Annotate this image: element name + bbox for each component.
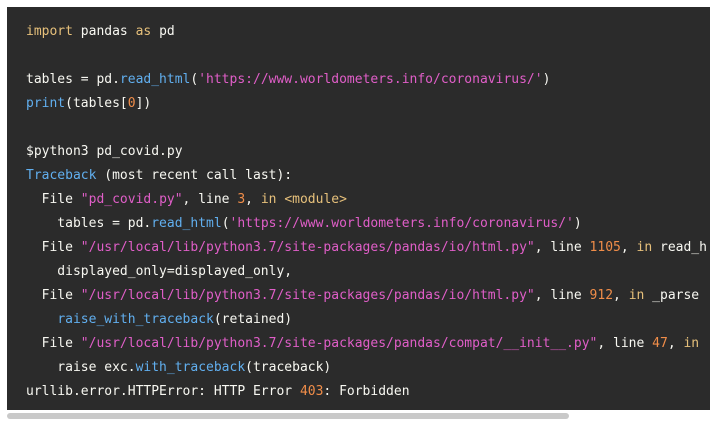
code-line: raise_with_traceback(retained) — [26, 308, 707, 332]
code-line: Traceback (most recent call last): — [26, 164, 707, 188]
keyword: as — [135, 24, 152, 39]
code-line-empty — [26, 116, 707, 140]
code-text: ]) — [135, 96, 152, 111]
code-text: File — [26, 336, 81, 351]
keyword: in — [683, 336, 700, 351]
function-name: print — [26, 96, 66, 111]
code-text: pandas — [72, 24, 136, 39]
code-text: , — [620, 240, 637, 255]
function-name: raise_with_traceback — [57, 312, 214, 327]
function-name: read_html — [119, 72, 191, 87]
code-text: , line — [534, 288, 590, 303]
string-literal: "/usr/local/lib/python3.7/site-packages/… — [80, 288, 535, 303]
code-text: displayed_only=displayed_only, — [26, 264, 293, 279]
function-name: with_traceback — [135, 360, 246, 375]
code-text: tables = pd. — [26, 72, 120, 87]
code-text: ( — [221, 216, 230, 231]
number-literal: 1105 — [589, 240, 621, 255]
keyword: in — [260, 192, 277, 207]
code-line: $python3 pd_covid.py — [26, 140, 707, 164]
code-line: print(tables[0]) — [26, 92, 707, 116]
code-text: raise exc. — [26, 360, 136, 375]
code-text: , — [667, 336, 684, 351]
code-text: read_h — [652, 240, 707, 255]
code-line: urllib.error.HTTPError: HTTP Error 403: … — [26, 380, 707, 404]
string-literal: "pd_covid.py" — [80, 192, 183, 207]
code-line: File "pd_covid.py", line 3, in <module> — [26, 188, 707, 212]
code-text: ) — [542, 72, 551, 87]
string-literal: 'https://www.worldometers.info/coronavir… — [198, 72, 543, 87]
code-text: , line — [534, 240, 590, 255]
code-text: , — [245, 192, 261, 207]
code-text: , line — [597, 336, 653, 351]
code-text: File — [26, 288, 81, 303]
string-literal: "/usr/local/lib/python3.7/site-packages/… — [80, 240, 535, 255]
code-text: ) — [573, 216, 582, 231]
code-text: , — [613, 288, 629, 303]
number-literal: 403 — [299, 384, 324, 399]
traceback-label: Traceback — [26, 168, 97, 183]
code-text: , line — [182, 192, 238, 207]
code-text — [26, 312, 57, 327]
code-line: import pandas as pd — [26, 20, 707, 44]
code-text: (retained) — [213, 312, 293, 327]
function-name: read_html — [151, 216, 222, 231]
code-text: _parse — [644, 288, 700, 303]
string-literal: "/usr/local/lib/python3.7/site-packages/… — [80, 336, 598, 351]
number-literal: 3 — [237, 192, 246, 207]
code-line-empty — [26, 44, 707, 68]
code-text: pd — [151, 24, 175, 39]
code-text: File — [26, 240, 81, 255]
code-text: File — [26, 192, 81, 207]
code-line: File "/usr/local/lib/python3.7/site-pack… — [26, 236, 707, 260]
code-line: displayed_only=displayed_only, — [26, 260, 707, 284]
code-text: ( — [190, 72, 199, 87]
code-line: File "/usr/local/lib/python3.7/site-pack… — [26, 332, 707, 356]
code-line: tables = pd.read_html('https://www.world… — [26, 212, 707, 236]
shell-command: $python3 pd_covid.py — [26, 144, 183, 159]
keyword: import — [26, 24, 73, 39]
code-text: (traceback) — [245, 360, 332, 375]
string-literal: 'https://www.worldometers.info/coronavir… — [229, 216, 574, 231]
number-literal: 0 — [127, 96, 136, 111]
code-text: (most recent call last): — [96, 168, 293, 183]
code-text: urllib.error.HTTPError: HTTP Error — [26, 384, 300, 399]
keyword: in — [628, 288, 645, 303]
number-literal: 912 — [589, 288, 614, 303]
module-tag: <module> — [284, 192, 347, 207]
code-text: tables = pd. — [26, 216, 152, 231]
code-line: raise exc.with_traceback(traceback) — [26, 356, 707, 380]
code-line: File "/usr/local/lib/python3.7/site-pack… — [26, 284, 707, 308]
horizontal-scrollbar[interactable] — [7, 413, 569, 419]
code-text: (tables[ — [65, 96, 128, 111]
keyword: in — [636, 240, 653, 255]
code-text: : Forbidden — [323, 384, 410, 399]
code-line: tables = pd.read_html('https://www.world… — [26, 68, 707, 92]
number-literal: 47 — [652, 336, 668, 351]
